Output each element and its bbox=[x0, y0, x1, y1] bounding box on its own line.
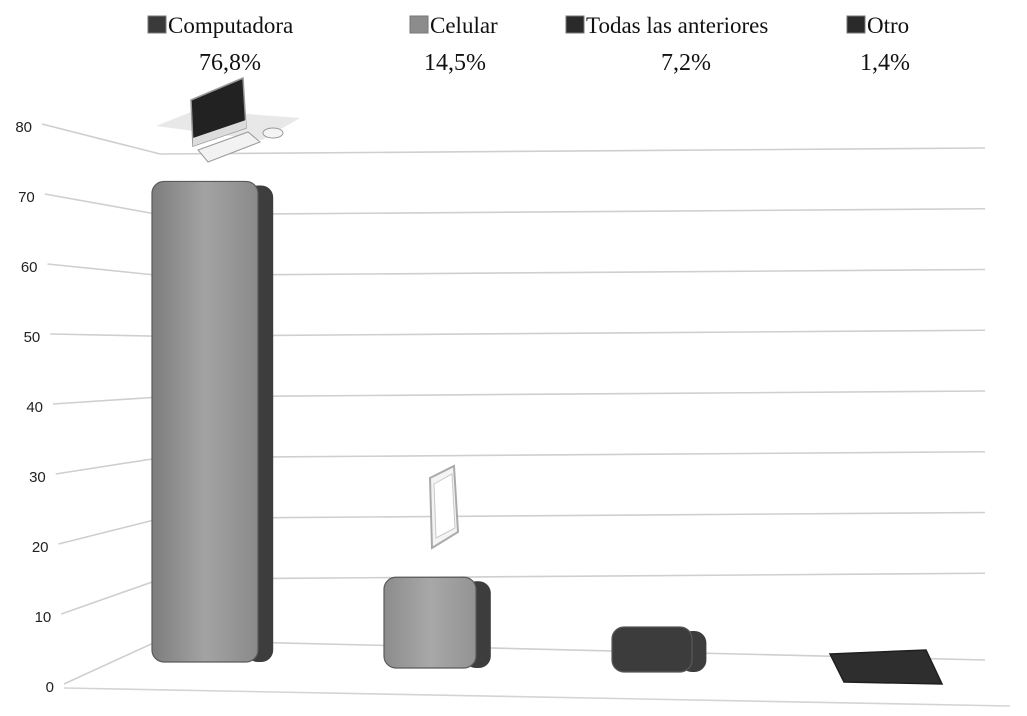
bar-icons bbox=[156, 76, 460, 550]
bar-computadora-face bbox=[151, 180, 259, 663]
bar-computadora bbox=[151, 180, 274, 663]
gridline-back bbox=[159, 147, 986, 155]
gridline-40 bbox=[52, 390, 986, 405]
gridline-side bbox=[63, 639, 161, 685]
gridlines bbox=[41, 123, 1011, 707]
gridline-back bbox=[159, 390, 986, 398]
y-tick-label: 80 bbox=[15, 119, 32, 136]
legend: Computadora 76,8% Celular 14,5% Todas las an… bbox=[147, 13, 910, 76]
gridline-side bbox=[41, 123, 161, 155]
gridline-80 bbox=[41, 123, 986, 155]
y-tick-label: 10 bbox=[35, 609, 52, 626]
data-label-otro: 1,4% bbox=[860, 50, 910, 76]
legend-swatch bbox=[846, 15, 866, 34]
mouse bbox=[262, 127, 284, 139]
gridline-back bbox=[159, 268, 986, 277]
data-label-celular: 14,5% bbox=[424, 50, 486, 76]
gridline-back bbox=[159, 207, 986, 216]
y-tick-label: 60 bbox=[21, 259, 38, 276]
gridline-side bbox=[58, 517, 161, 545]
bar-todas-las-anteriores bbox=[611, 626, 707, 673]
gridline-20 bbox=[58, 511, 986, 545]
legend-swatch bbox=[147, 15, 167, 34]
y-tick-label: 50 bbox=[24, 329, 41, 346]
y-tick-label: 20 bbox=[32, 539, 49, 556]
legend-item-computadora: Computadora 76,8% bbox=[147, 13, 293, 76]
legend-label: Todas las anteriores bbox=[586, 13, 768, 38]
gridline-side bbox=[52, 396, 161, 405]
data-label-computadora: 76,8% bbox=[199, 50, 261, 76]
legend-swatch bbox=[565, 15, 585, 34]
legend-item-celular: Celular 14,5% bbox=[409, 13, 498, 76]
bar-todas-las-anteriores-face bbox=[611, 626, 693, 673]
smartphone-icon bbox=[428, 464, 460, 550]
gridline-30 bbox=[55, 450, 986, 475]
bar-celular bbox=[383, 576, 491, 669]
y-tick-label: 30 bbox=[29, 469, 46, 486]
gridline-10 bbox=[60, 572, 986, 615]
bar-otro bbox=[828, 649, 944, 685]
legend-item-todas-las-anteriores: Todas las anteriores 7,2% bbox=[565, 13, 768, 76]
gridline-side bbox=[44, 193, 161, 216]
y-tick-label: 70 bbox=[18, 189, 35, 206]
gridline-back bbox=[159, 572, 986, 581]
computer-icon bbox=[156, 76, 300, 163]
legend-label: Otro bbox=[867, 13, 909, 38]
gridline-back bbox=[159, 329, 986, 338]
legend-label: Computadora bbox=[168, 13, 293, 38]
legend-swatch bbox=[409, 15, 429, 34]
gridline-back bbox=[159, 511, 986, 520]
bar-celular-face bbox=[383, 576, 477, 669]
legend-item-otro: Otro 1,4% bbox=[846, 13, 910, 76]
data-label-todas-las-anteriores: 7,2% bbox=[661, 50, 711, 76]
y-tick-label: 0 bbox=[46, 679, 54, 696]
gridline-side bbox=[47, 263, 161, 277]
keyboard bbox=[197, 131, 261, 163]
floor-edge bbox=[63, 687, 1011, 707]
legend-label: Celular bbox=[430, 13, 498, 38]
gridline-50 bbox=[50, 329, 986, 338]
monitor-chin bbox=[193, 120, 246, 146]
y-tick-label: 40 bbox=[26, 399, 43, 416]
gridline-side bbox=[50, 333, 161, 338]
y-axis-ticks: 0 10 20 30 40 50 60 70 80 bbox=[15, 119, 54, 696]
gridline-side bbox=[60, 578, 161, 615]
bar-otro-face bbox=[828, 649, 944, 685]
gridline-side bbox=[55, 456, 161, 475]
gridline-60 bbox=[47, 263, 986, 277]
gridline-back bbox=[159, 450, 986, 459]
bars bbox=[151, 180, 944, 685]
gridline-70 bbox=[44, 193, 986, 216]
phone-screen bbox=[433, 473, 456, 539]
